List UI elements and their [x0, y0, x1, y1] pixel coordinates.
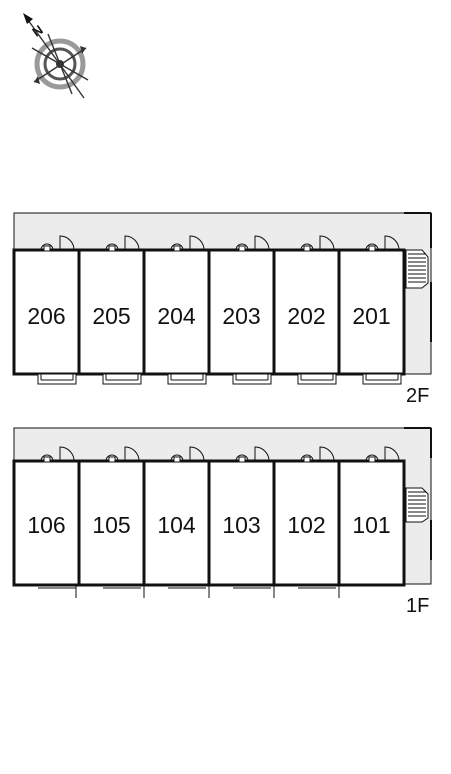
door-icon	[59, 235, 75, 251]
unit-102[interactable]: 102	[272, 446, 341, 598]
unit-number: 101	[352, 512, 390, 538]
floor-label: 2F	[406, 385, 429, 407]
floor-label: 1F	[406, 595, 429, 617]
door-icon	[189, 446, 205, 462]
unit-number: 105	[92, 512, 130, 538]
unit-number: 201	[352, 303, 390, 329]
unit-105[interactable]: 105	[77, 446, 146, 598]
unit-number: 103	[222, 512, 260, 538]
meter-box-icon	[235, 243, 249, 251]
unit-204[interactable]: 204	[142, 235, 211, 385]
door-icon	[124, 446, 140, 462]
floor-2f: 206 205 204	[12, 212, 432, 407]
meter-box-icon	[300, 243, 314, 251]
unit-104[interactable]: 104	[142, 446, 211, 598]
meter-box-icon	[300, 454, 314, 462]
meter-box-icon	[365, 454, 379, 462]
compass-rose-icon	[23, 13, 89, 99]
door-icon	[189, 235, 205, 251]
unit-number: 206	[27, 303, 65, 329]
staircase	[405, 249, 429, 289]
balcony	[37, 373, 77, 385]
meter-box-icon	[170, 454, 184, 462]
unit-number: 106	[27, 512, 65, 538]
unit-number: 104	[157, 512, 196, 538]
unit-number: 203	[222, 303, 260, 329]
balcony	[297, 373, 337, 385]
unit-103[interactable]: 103	[207, 446, 276, 598]
door-icon	[124, 235, 140, 251]
door-icon	[384, 446, 400, 462]
meter-box-icon	[365, 243, 379, 251]
meter-box-icon	[40, 243, 54, 251]
unit-201[interactable]: 201	[337, 235, 406, 385]
door-icon	[254, 235, 270, 251]
balcony	[362, 373, 402, 385]
unit-106[interactable]: 106	[12, 446, 81, 598]
unit-number: 102	[287, 512, 325, 538]
meter-box-icon	[170, 243, 184, 251]
unit-number: 202	[287, 303, 325, 329]
north-label: N	[29, 22, 45, 40]
meter-box-icon	[105, 243, 119, 251]
floor-1f: 106 105 104 103	[12, 427, 432, 617]
door-icon	[319, 446, 335, 462]
staircase	[405, 487, 429, 523]
unit-number: 205	[92, 303, 130, 329]
unit-202[interactable]: 202	[272, 235, 341, 385]
door-icon	[384, 235, 400, 251]
balcony	[232, 373, 272, 385]
unit-205[interactable]: 205	[77, 235, 146, 385]
balcony	[102, 373, 142, 385]
meter-box-icon	[235, 454, 249, 462]
door-icon	[254, 446, 270, 462]
door-icon	[59, 446, 75, 462]
meter-box-icon	[105, 454, 119, 462]
unit-number: 204	[157, 303, 196, 329]
meter-box-icon	[40, 454, 54, 462]
unit-203[interactable]: 203	[207, 235, 276, 385]
door-icon	[319, 235, 335, 251]
unit-206[interactable]: 206	[12, 235, 81, 385]
compass: N	[23, 13, 89, 99]
balcony	[167, 373, 207, 385]
unit-101[interactable]: 101	[337, 446, 406, 587]
